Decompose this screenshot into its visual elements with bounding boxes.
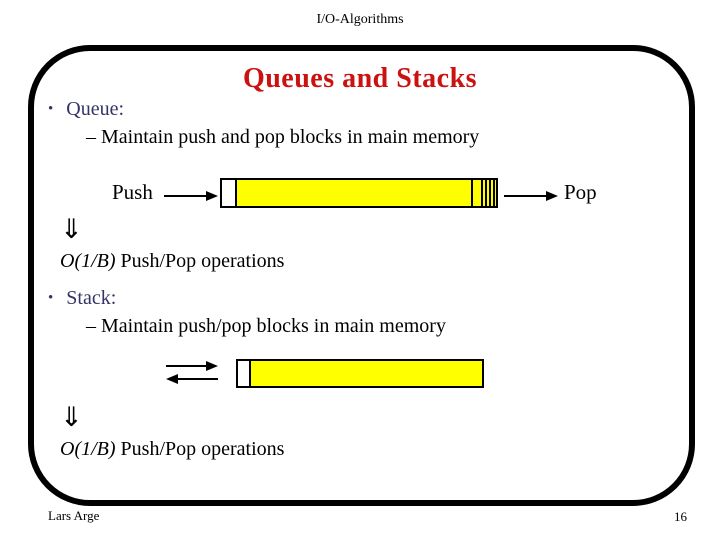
push-label: Push <box>112 180 153 204</box>
pop-label: Pop <box>564 180 597 204</box>
queue-complexity-line: O(1/B) Push/Pop operations <box>60 250 284 273</box>
slide-title: Queues and Stacks <box>242 63 478 94</box>
implies-arrow-icon: ⇓ <box>60 402 83 433</box>
presentation-header: I/O-Algorithms <box>316 12 404 27</box>
queue-complexity-text: Push/Pop operations <box>115 250 285 272</box>
stack-complexity-math: O(1/B) <box>60 438 116 460</box>
bullet-icon: • <box>48 101 54 117</box>
push-pop-arrows-icon <box>166 361 218 384</box>
footer-author: Lars Arge <box>48 508 100 523</box>
stack-block <box>236 359 484 388</box>
queue-complexity-math: O(1/B) <box>60 250 116 272</box>
queue-block-stripe <box>489 180 491 206</box>
bullet-icon: • <box>48 290 54 306</box>
pop-arrow-icon <box>504 191 558 201</box>
queue-block-head-segment <box>222 180 237 206</box>
queue-block-stripe <box>481 180 483 206</box>
slide-border <box>28 45 695 506</box>
stack-sub-bullet: – Maintain push/pop blocks in main memor… <box>86 315 446 337</box>
queue-sub-bullet: – Maintain push and pop blocks in main m… <box>86 126 480 148</box>
queue-label: Queue: <box>66 98 125 120</box>
queue-block <box>220 178 498 208</box>
push-arrow-icon <box>164 191 218 201</box>
stack-complexity-text: Push/Pop operations <box>115 438 285 460</box>
stack-label: Stack: <box>66 287 117 309</box>
queue-bullet-line: • Queue: <box>48 98 124 121</box>
queue-block-stripe <box>493 180 495 206</box>
queue-block-divider <box>471 180 473 206</box>
stack-block-head-segment <box>238 361 251 386</box>
stack-complexity-line: O(1/B) Push/Pop operations <box>60 438 284 461</box>
stack-bullet-line: • Stack: <box>48 287 116 310</box>
queue-block-stripe <box>485 180 487 206</box>
footer-page-number: 16 <box>674 509 687 524</box>
implies-arrow-icon: ⇓ <box>60 214 83 245</box>
